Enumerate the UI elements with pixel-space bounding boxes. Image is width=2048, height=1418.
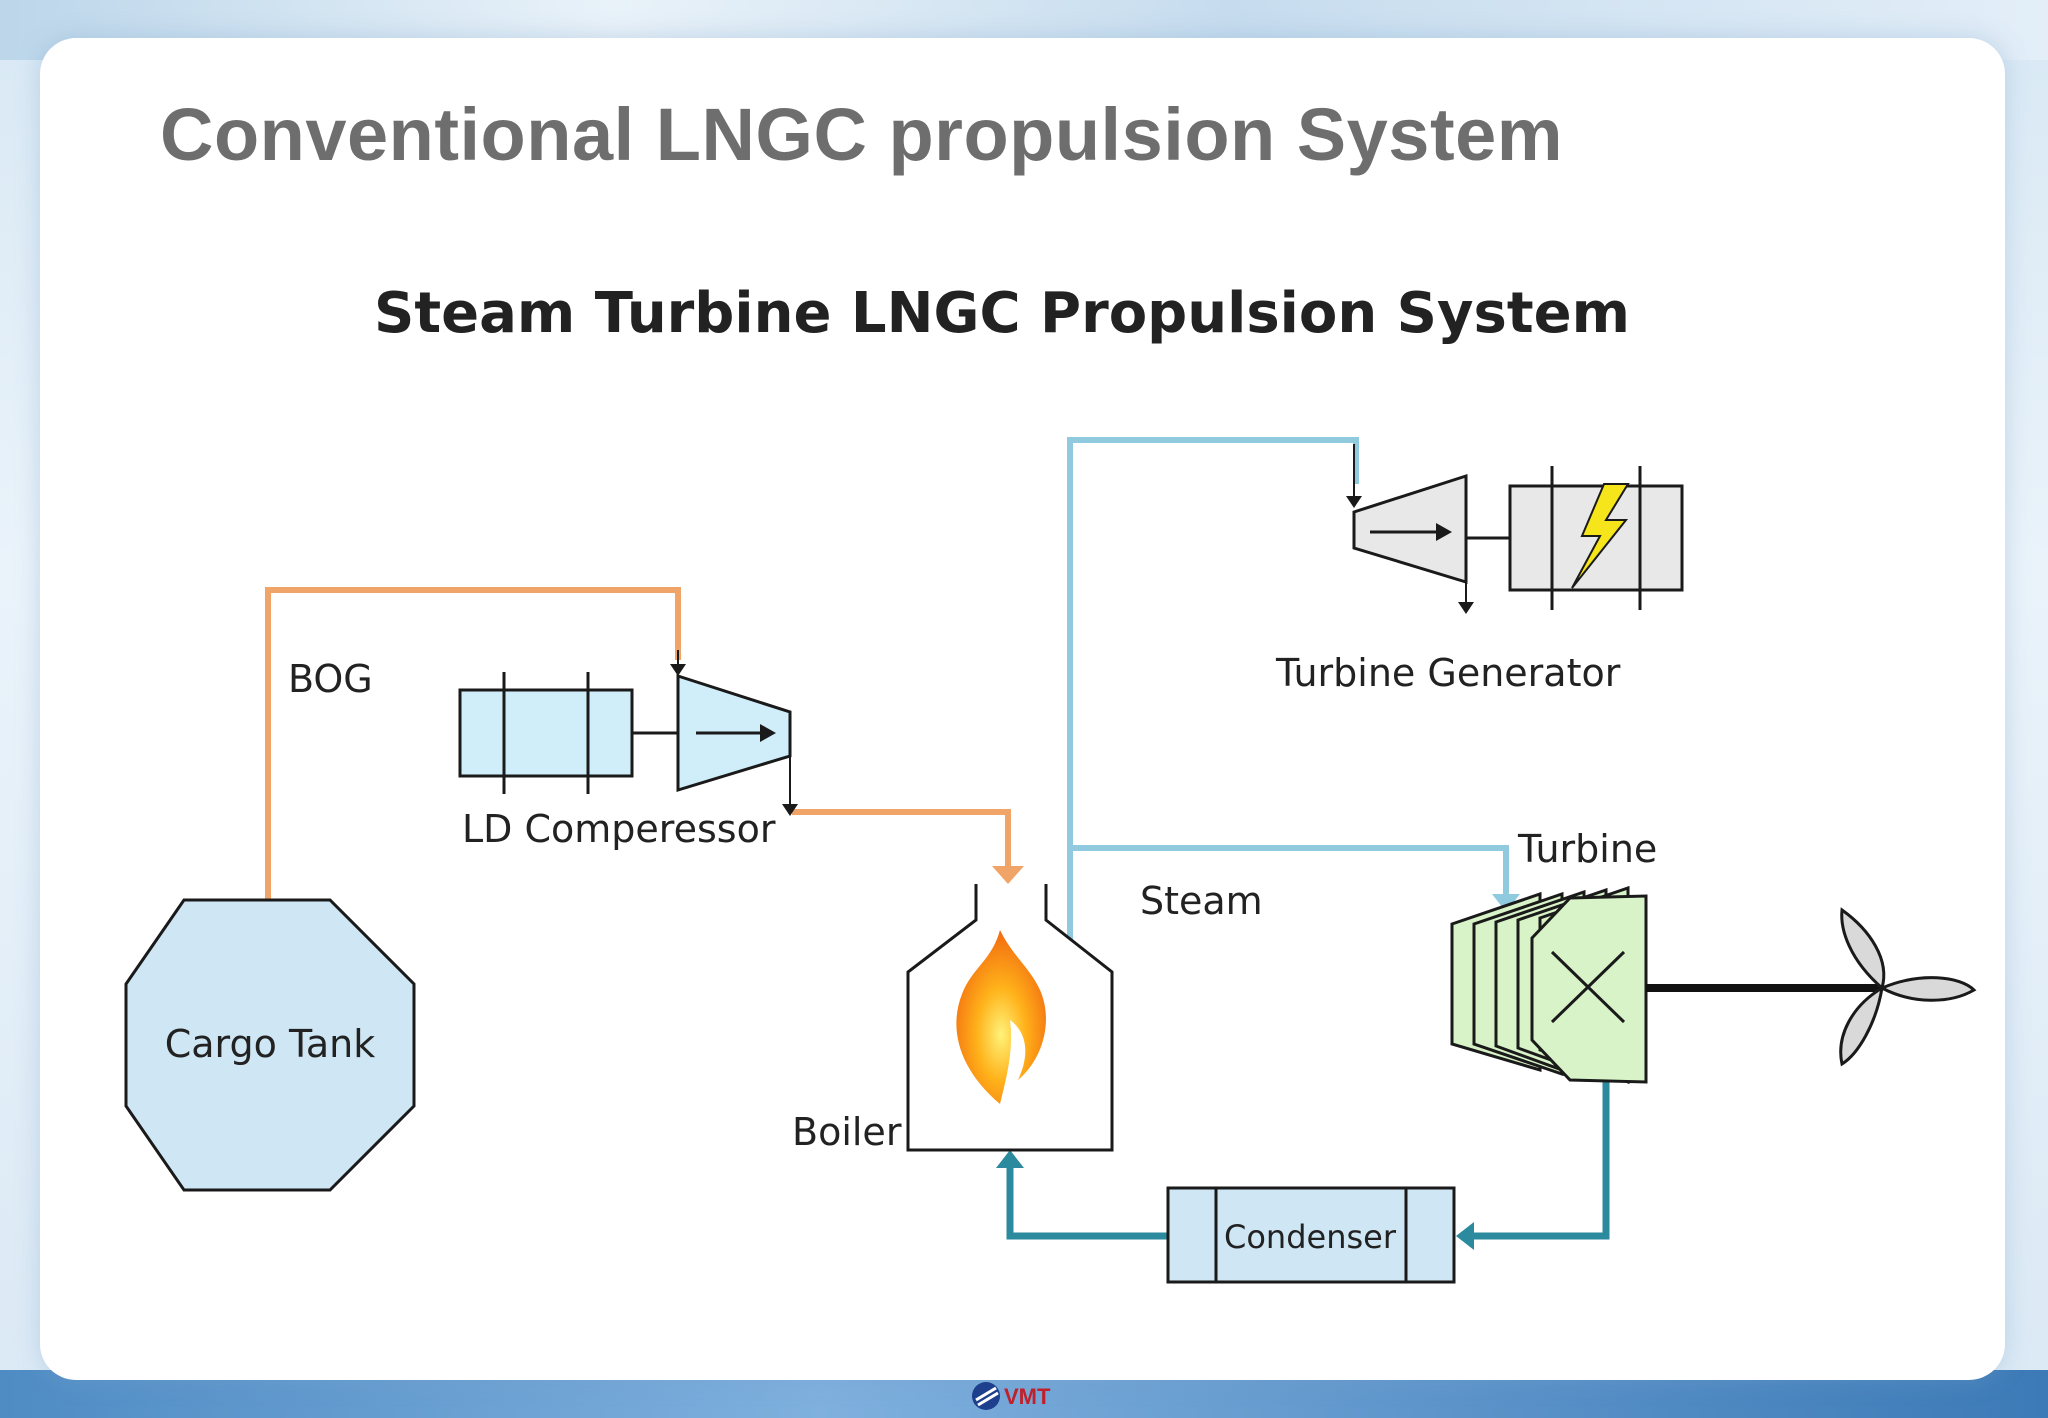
- ld-compressor: [458, 650, 798, 816]
- turbine-label: Turbine: [1517, 827, 1657, 871]
- boiler: [906, 884, 1114, 1152]
- cargo-tank: [124, 898, 416, 1192]
- turbine-inlet-arrow: [1492, 894, 1520, 912]
- condenser-label: Condenser: [1224, 1218, 1397, 1256]
- slide-title: Conventional LNGC propulsion System: [160, 93, 1564, 176]
- bog-label: BOG: [288, 657, 373, 701]
- boiler-inlet-arrow: [992, 866, 1024, 884]
- condenser: [1166, 1186, 1456, 1284]
- boiler-label: Boiler: [792, 1110, 902, 1154]
- condenser-inlet-arrow: [1456, 1222, 1474, 1250]
- ld-compressor-label: LD Comperessor: [462, 807, 776, 851]
- bog-line: [265, 587, 1011, 900]
- vmt-logo-text: VMT: [1004, 1384, 1051, 1409]
- turbine-generator: [1346, 444, 1684, 614]
- steam-label: Steam: [1140, 879, 1263, 923]
- turbine: [1450, 885, 1648, 1085]
- turbine-generator-label: Turbine Generator: [1275, 651, 1621, 695]
- lightning-bolt-icon: [1571, 483, 1630, 589]
- propeller-icon: [1839, 907, 1977, 1067]
- slide-panel: [40, 38, 2005, 1380]
- steam-line: [1067, 437, 1509, 940]
- condensate-line: [1006, 1070, 1610, 1240]
- diagram-title: Steam Turbine LNGC Propulsion System: [374, 281, 1630, 346]
- vmt-logo: VMT: [972, 1382, 1051, 1410]
- flame-icon: [956, 930, 1046, 1104]
- boiler-return-arrow: [996, 1150, 1024, 1168]
- cargo-tank-label: Cargo Tank: [165, 1022, 376, 1066]
